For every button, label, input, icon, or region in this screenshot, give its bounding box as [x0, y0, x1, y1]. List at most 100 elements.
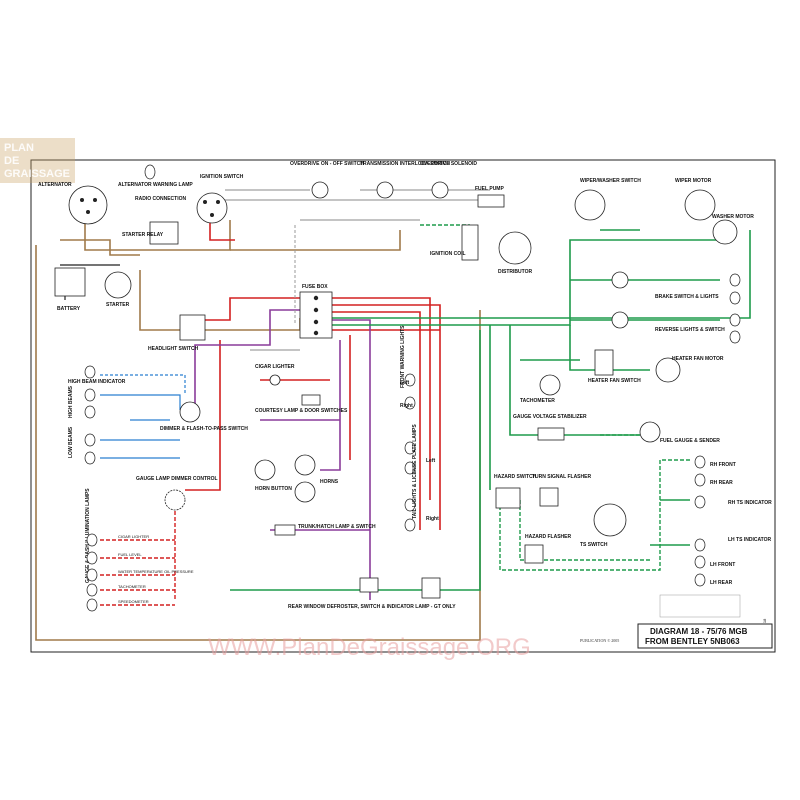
logo: PLAN DE GRAISSAGE: [0, 138, 75, 183]
black-wires: [60, 189, 500, 351]
gauge-dash-lamps: GAUGE & DASH ILLUMINATION LAMPS CIGAR LI…: [85, 488, 194, 612]
blue-wires: [100, 374, 186, 459]
low-beams-label: LOW BEAMS: [68, 426, 74, 458]
horns-label: HORNS: [320, 479, 339, 485]
front-right-label: Right: [400, 403, 413, 409]
ignition-coil: IGNITION COIL: [430, 224, 479, 261]
gauge-lamp-label: CIGAR LIGHTER: [118, 534, 149, 539]
lh-rear-lamp: LH REAR: [694, 573, 733, 587]
tail-lights-label: TAIL LIGHTS & LICENSE PLATE LAMPS: [412, 424, 418, 519]
horn-button: HORN BUTTON: [254, 459, 292, 492]
color-legend: [659, 594, 741, 618]
tail-right-label: Right: [426, 516, 439, 522]
lh-front-label: LH FRONT: [710, 562, 735, 568]
logo-line-1: PLAN: [4, 142, 34, 154]
starter: STARTER: [104, 271, 132, 308]
alternator: ALTERNATOR: [38, 182, 108, 225]
rear-defroster-label: REAR WINDOW DEFROSTER, SWITCH & INDICATO…: [288, 604, 456, 610]
green-wires: [230, 224, 751, 591]
fuel-gauge-label: FUEL GAUGE & SENDER: [660, 438, 720, 444]
rh-ts-indicator-label: RH TS INDICATOR: [728, 500, 772, 506]
trunk-hatch-lamp-label: TRUNK/HATCH LAMP & SWITCH: [298, 524, 376, 530]
red-wires: [100, 220, 441, 606]
alternator-label: ALTERNATOR: [38, 182, 72, 188]
heater-fan-switch-label: HEATER FAN SWITCH: [588, 378, 641, 384]
gauge-lamp-bulb: [86, 551, 98, 565]
hazard-flasher-label: HAZARD FLASHER: [525, 534, 571, 540]
headlight-switch-label: HEADLIGHT SWITCH: [148, 346, 199, 352]
rear-defroster: REAR WINDOW DEFROSTER, SWITCH & INDICATO…: [288, 577, 456, 610]
overdrive-solenoid: OVERDRIVE SOLENOID: [420, 161, 477, 199]
gauge-lamp-label: TACHOMETER: [118, 584, 146, 589]
distributor: DISTRIBUTOR: [498, 231, 532, 275]
alternator-warning-lamp: ALTERNATOR WARNING LAMP: [118, 164, 193, 188]
front-left-label: Left: [400, 380, 410, 386]
battery: BATTERY: [54, 267, 86, 312]
radio-connection-label: RADIO CONNECTION: [135, 196, 187, 202]
heater-fan-motor: HEATER FAN MOTOR: [655, 356, 724, 383]
gauge-lamp-bulb: [86, 598, 98, 612]
rh-rear-label: RH REAR: [710, 480, 733, 486]
low-beams: LOW BEAMS: [68, 426, 96, 465]
gauge-lamp-label: WATER TEMPERATURE OIL PRESSURE: [118, 569, 194, 574]
logo-line-3: GRAISSAGE: [4, 168, 70, 180]
hazard-switch-label: HAZARD SWITCH: [494, 474, 537, 480]
overdrive-solenoid-label: OVERDRIVE SOLENOID: [420, 161, 477, 167]
turn-signal-flasher: TURN SIGNAL FLASHER: [532, 474, 591, 507]
title-line-2: FROM BENTLEY 5NB063: [645, 637, 740, 646]
hazard-switch: HAZARD SWITCH: [494, 474, 537, 509]
horn-button-label: HORN BUTTON: [255, 486, 292, 492]
front-warning-lights: Left Right FRONT WARNING LIGHTS: [400, 325, 416, 410]
high-beams: HIGH BEAMS: [68, 385, 96, 419]
gauge-voltage-stabilizer: GAUGE VOLTAGE STABILIZER: [513, 414, 587, 441]
starter-relay-label: STARTER RELAY: [122, 232, 164, 238]
washer-motor: WASHER MOTOR: [712, 214, 754, 245]
overdrive-onoff-switch: OVERDRIVE ON - OFF SWITCH: [290, 161, 364, 199]
battery-label: BATTERY: [57, 306, 81, 312]
high-beams-label: HIGH BEAMS: [68, 385, 74, 418]
fuse-box-label: FUSE BOX: [302, 284, 328, 290]
ts-switch: TS SWITCH: [580, 503, 627, 548]
gauge-lamp-bulb: [86, 583, 98, 597]
wiper-washer-switch-label: WIPER/WASHER SWITCH: [580, 178, 641, 184]
starter-label: STARTER: [106, 302, 130, 308]
brake-switch-label: BRAKE SWITCH & LIGHTS: [655, 294, 719, 300]
wiper-washer-switch: WIPER/WASHER SWITCH: [574, 178, 641, 221]
dimmer-switch: DIMMER & FLASH-TO-PASS SWITCH: [160, 401, 248, 432]
reverse-lights-label: REVERSE LIGHTS & SWITCH: [655, 327, 725, 333]
gauge-lamp-label: FUEL LEVEL: [118, 552, 142, 557]
high-beam-indicator-label: HIGH BEAM INDICATOR: [68, 379, 126, 385]
heater-fan-switch: HEATER FAN SWITCH: [588, 349, 641, 384]
courtesy-lamp: COURTESY LAMP & DOOR SWITCHES: [255, 394, 348, 414]
title-line-1: DIAGRAM 18 - 75/76 MGB: [650, 627, 748, 636]
transmission-interlock-switch: TRANSMISSION INTERLOCK SWITCH: [360, 161, 450, 199]
rh-rear-lamp: RH REAR: [694, 473, 733, 487]
rh-front-lamp: RH FRONT: [694, 455, 736, 469]
courtesy-lamp-label: COURTESY LAMP & DOOR SWITCHES: [255, 408, 348, 414]
brake-switch: BRAKE SWITCH & LIGHTS: [611, 271, 741, 305]
lh-ts-indicator-label: LH TS INDICATOR: [728, 537, 772, 543]
gauge-lamp-bulb: [86, 533, 98, 547]
reverse-lights: REVERSE LIGHTS & SWITCH: [611, 311, 741, 344]
fuel-pump: FUEL PUMP: [475, 186, 504, 208]
rh-front-label: RH FRONT: [710, 462, 736, 468]
alternator-warning-lamp-label: ALTERNATOR WARNING LAMP: [118, 182, 193, 188]
dimmer-switch-label: DIMMER & FLASH-TO-PASS SWITCH: [160, 426, 248, 432]
heater-fan-motor-label: HEATER FAN MOTOR: [672, 356, 724, 362]
tachometer-label: TACHOMETER: [520, 398, 555, 404]
publisher-credit: PUBLICATION © 2005: [580, 638, 619, 643]
cigar-lighter: CIGAR LIGHTER: [255, 364, 295, 386]
wiper-motor: WIPER MOTOR: [675, 178, 716, 221]
gauge-lamp-list: CIGAR LIGHTER FUEL LEVEL WATER TEMPERATURE…: [86, 533, 194, 612]
watermark: WWW.PlanDeGraissage.ORG: [208, 634, 531, 661]
gauge-lamp-label: SPEEDOMETER: [118, 599, 149, 604]
fuel-gauge: FUEL GAUGE & SENDER: [639, 421, 720, 444]
wiper-motor-label: WIPER MOTOR: [675, 178, 712, 184]
gauge-lamp-bulb: [86, 568, 98, 582]
purple-wires: [194, 309, 371, 600]
trunk-hatch-lamp: TRUNK/HATCH LAMP & SWITCH: [274, 524, 376, 536]
gauge-dash-lamps-label: GAUGE & DASH ILLUMINATION LAMPS: [85, 488, 91, 583]
diagram-border: [30, 159, 776, 653]
horns: HORNS: [294, 454, 339, 503]
